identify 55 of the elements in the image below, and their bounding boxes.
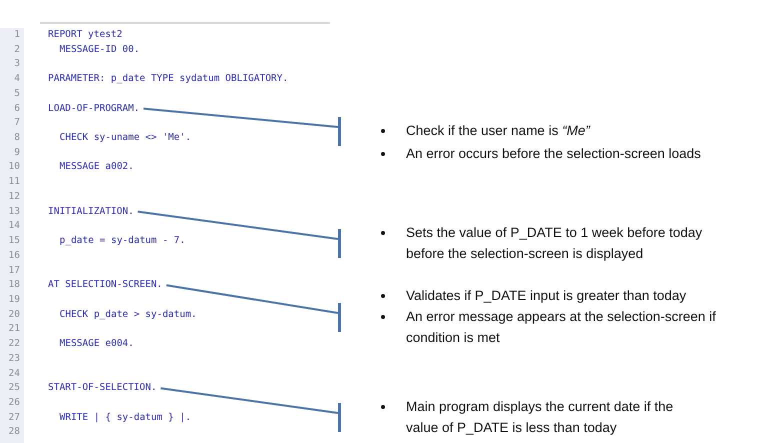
- line-number: 26: [8, 397, 20, 409]
- leader-line: [143, 108, 338, 128]
- line-number: 15: [8, 235, 20, 248]
- event-keyword: START-OF-SELECTION.: [48, 382, 157, 394]
- annotation-text: Check if the user name is “Me”: [406, 122, 592, 140]
- event-keyword: AT SELECTION-SCREEN.: [48, 279, 162, 292]
- code-line: CHECK p_date > sy-datum.: [60, 308, 197, 321]
- line-number: 27: [8, 412, 20, 424]
- event-keyword: LOAD-OF-PROGRAM.: [48, 102, 140, 115]
- code-line: REPORT ytest2: [48, 29, 122, 41]
- annotation-text: An error occurs before the selection-screen loads: [406, 145, 702, 163]
- line-number: 22: [8, 338, 20, 350]
- line-number: 9: [13, 146, 20, 159]
- line-number: 16: [8, 250, 20, 262]
- bracket-bar: [338, 229, 341, 258]
- annotation-text: Sets the value of P_DATE to 1 week before today before the selection-screen is displayed: [406, 224, 704, 263]
- bracket-bar: [338, 403, 341, 432]
- line-number: 14: [8, 220, 20, 232]
- line-number: 28: [8, 426, 20, 438]
- code-line: CHECK sy-uname <> 'Me'.: [60, 132, 192, 144]
- line-number: 19: [8, 294, 20, 306]
- line-number: 18: [8, 279, 20, 292]
- code-line: PARAMETER: p_date TYPE sydatum OBLIGATORY.: [48, 73, 288, 86]
- line-number: 5: [13, 88, 20, 100]
- leader-line: [138, 210, 338, 240]
- line-number: 12: [8, 190, 20, 203]
- annotation-text: An error message appears at the selection-screen if condition is met: [406, 308, 717, 347]
- leader-line: [160, 387, 338, 414]
- code-line: MESSAGE-ID 00.: [60, 44, 140, 56]
- line-number: 13: [8, 206, 20, 218]
- line-number: 8: [13, 132, 20, 144]
- line-number: 17: [8, 264, 20, 277]
- bracket-bar: [338, 303, 341, 332]
- line-number: 21: [8, 323, 20, 336]
- code-line: MESSAGE e004.: [60, 338, 134, 350]
- line-number: 4: [13, 73, 20, 86]
- line-number: 20: [8, 308, 20, 321]
- bracket-bar: [338, 117, 341, 146]
- line-number: 24: [8, 368, 20, 380]
- code-line: WRITE | { sy-datum } |.: [60, 412, 192, 424]
- line-number: 23: [8, 352, 20, 365]
- leader-line: [166, 284, 338, 314]
- line-number: 7: [13, 117, 20, 130]
- event-keyword: INITIALIZATION.: [48, 206, 134, 218]
- line-number: 10: [8, 161, 20, 174]
- line-number: 1: [13, 29, 20, 41]
- line-number: 6: [13, 102, 20, 115]
- annotation-text: Validates if P_DATE input is greater than today: [406, 287, 688, 305]
- line-number: 2: [13, 44, 20, 56]
- line-number: 11: [8, 176, 20, 188]
- annotation-text: Main program displays the current date if the value of P_DATE is less than today: [406, 398, 674, 437]
- code-line: p_date = sy-datum - 7.: [60, 235, 186, 248]
- line-number: 3: [13, 58, 20, 70]
- line-number: 25: [8, 382, 20, 394]
- code-line: MESSAGE a002.: [60, 161, 134, 174]
